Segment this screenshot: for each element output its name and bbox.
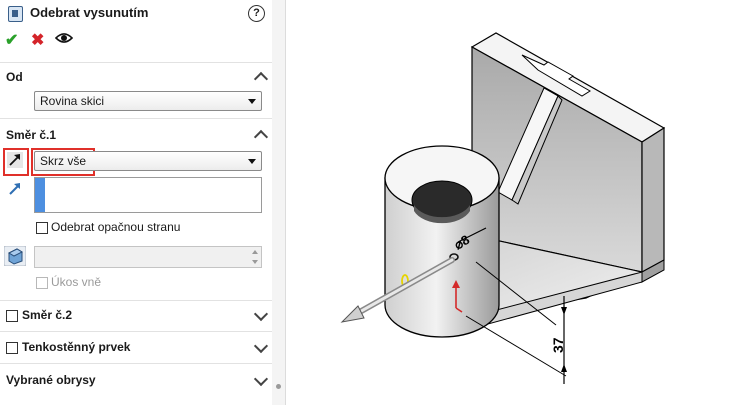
from-select[interactable]: Rovina skici [34, 91, 262, 111]
graphics-viewport[interactable]: ⌀8 37 [286, 0, 750, 405]
direction1-section: Směr č.1 Skrz vše Odebrat opačnou stranu [0, 118, 272, 301]
spin-up-icon [252, 250, 258, 254]
property-manager-panel: Odebrat vysunutím ? ✔ ✖ Od Rovina skici … [0, 0, 273, 405]
ok-button[interactable]: ✔ [5, 32, 19, 49]
eye-icon[interactable] [55, 32, 73, 44]
thin-feature-section: Tenkostěnný prvek [0, 331, 272, 364]
diameter-dimension[interactable]: ⌀8 [451, 232, 472, 253]
sketch-origin [401, 253, 463, 313]
cut-extrude-icon [8, 6, 23, 22]
direction2-checkbox[interactable] [6, 310, 18, 322]
active-selection-indicator [35, 178, 45, 212]
chevron-down-icon[interactable] [253, 338, 269, 354]
reverse-direction-highlight [3, 148, 29, 176]
panel-splitter[interactable] [272, 0, 286, 405]
spin-down-icon [252, 260, 258, 264]
extrude-direction-arrow[interactable] [340, 257, 455, 323]
end-condition-select[interactable]: Skrz vše [34, 151, 262, 171]
from-select-value: Rovina skici [40, 94, 105, 108]
panel-header: Odebrat vysunutím ? ✔ ✖ [0, 0, 272, 62]
draft-outward-checkbox [36, 277, 48, 289]
thin-feature-checkbox[interactable] [6, 342, 18, 354]
draft-angle-spinner [34, 246, 262, 268]
reverse-direction-icon[interactable] [7, 152, 23, 168]
draft-icon[interactable] [4, 246, 26, 266]
draft-outward-label: Úkos vně [51, 275, 102, 289]
from-section-title[interactable]: Od [6, 70, 23, 84]
direction-vector-icon [9, 183, 20, 195]
direction-selection-box[interactable] [34, 177, 262, 213]
help-icon[interactable]: ? [248, 5, 265, 22]
splitter-handle-icon[interactable] [276, 384, 281, 389]
panel-title: Odebrat vysunutím [30, 5, 149, 20]
chevron-down-icon[interactable] [253, 371, 269, 387]
selected-contours-section-title[interactable]: Vybrané obrysy [6, 373, 96, 387]
direction2-section: Směr č.2 [0, 300, 272, 332]
dropdown-arrow-icon [248, 99, 256, 104]
direction1-section-title[interactable]: Směr č.1 [6, 128, 57, 142]
from-section: Od Rovina skici [0, 62, 272, 119]
flip-side-checkbox[interactable] [36, 222, 48, 234]
chevron-up-icon[interactable] [253, 71, 269, 87]
length-dimension[interactable]: 37 [550, 337, 566, 353]
direction2-section-title[interactable]: Směr č.2 [22, 308, 73, 322]
thin-feature-section-title[interactable]: Tenkostěnný prvek [22, 340, 131, 354]
flip-side-label: Odebrat opačnou stranu [51, 220, 181, 234]
end-condition-value: Skrz vše [40, 154, 87, 168]
bracket-model [384, 32, 666, 338]
cancel-button[interactable]: ✖ [31, 32, 45, 49]
chevron-up-icon[interactable] [253, 129, 269, 145]
chevron-down-icon[interactable] [253, 306, 269, 322]
dimension-annotations: ⌀8 37 [451, 227, 567, 384]
selected-contours-section: Vybrané obrysy [0, 363, 272, 406]
dropdown-arrow-icon [248, 159, 256, 164]
